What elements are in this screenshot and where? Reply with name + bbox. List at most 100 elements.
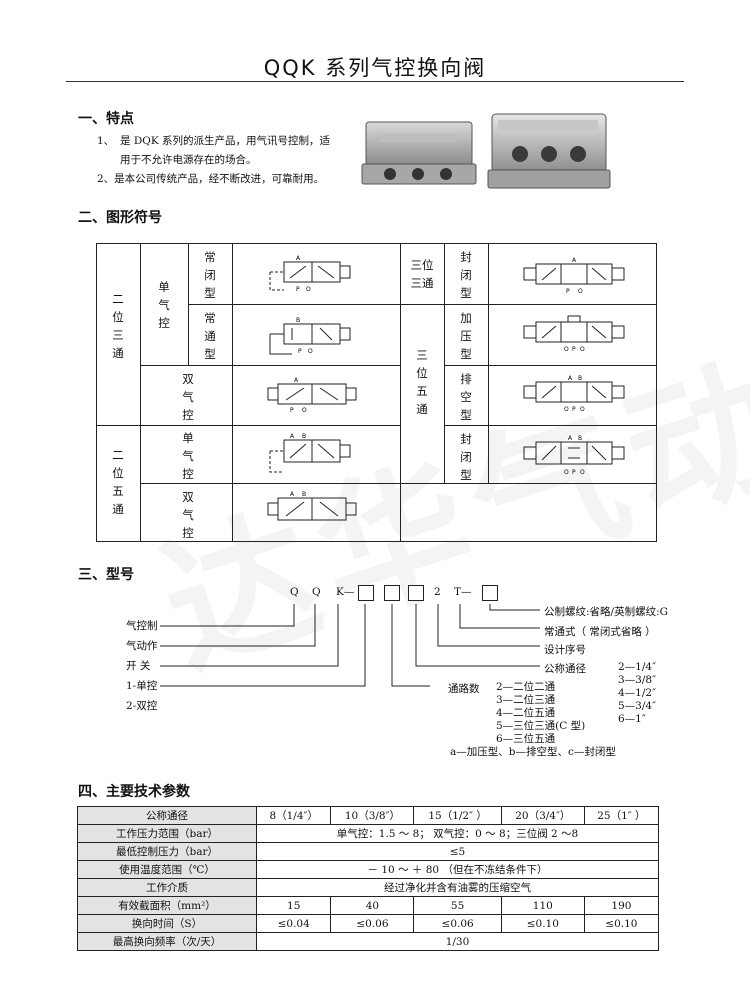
spec-cell: ≤0.10 [500,914,585,933]
label-two-pos-three-way: 二 位 三 通 [112,292,124,360]
valve-symbol-3p5w-sealed: A B O P O [523,435,625,476]
spec-cell: ≤0.10 [583,914,660,933]
spec-cell: 10（3/8″） [330,806,415,825]
port-b: B [296,317,300,324]
model-variants: a—加压型、b—排空型、c—封闭型 [450,746,616,758]
spec-cell-span: 单气控：1.5 ～ 8； 双气控：0 ～ 8；三位阀 2 ～8 [256,824,659,843]
label-exhaust: 排 空 型 [460,372,472,422]
port-p-7: P [572,346,576,353]
title-rule [66,81,684,82]
port-p-9: P [572,469,576,476]
spec-row-label: 有效截面积（mm²） [77,896,257,915]
spec-cell: 8（1/4″） [255,806,332,825]
port-o-8b: O [580,406,585,413]
section-spec-heading: 四、主要技术参数 [78,784,190,800]
spec-cell-span: － 10 ～ ＋ 80 （但在不冻结条件下） [256,860,659,879]
label-normally-open: 常 通 型 [204,311,216,361]
port-a-6: A [572,257,577,264]
port-a-9: A [568,435,573,442]
port-b-8: B [578,375,582,382]
spec-row-label: 使用温度范围（℃） [77,860,257,879]
valve-symbol-3p5w-exhaust: A B O P O [523,375,625,413]
spec-cell: 20（3/4″） [500,806,585,825]
size-2: 3—3/8″ [618,674,657,686]
spec-cell: 40 [330,896,415,915]
code-k: K— [336,586,355,598]
port-o: O [306,286,311,293]
spec-cell: ≤0.04 [255,914,332,933]
spec-row: 工作介质经过净化并含有油雾的压缩空气 [77,878,659,897]
way-3: 3—二位三通 [496,694,556,706]
spec-row-label: 换向时间（S） [77,914,257,933]
spec-cell-span: ≤5 [256,842,659,861]
spec-cell: 55 [413,896,502,915]
size-5: 6—1″ [618,713,646,725]
valve-symbol-2p3w-double: A P O [267,377,357,414]
code-q1: Q [290,586,299,598]
label-single-pilot-5: 单 气 控 [182,431,194,481]
label-single-pilot: 单 气 控 [158,280,170,330]
valve-symbol-3p3w-sealed: A P O [523,257,625,295]
port-o-7: O [564,346,569,353]
spec-cell: ≤0.06 [330,914,415,933]
model-label-air-control: 气控制 [126,620,158,632]
model-thread: 公制螺纹:省略/英制螺纹:G [544,606,669,618]
port-p-8: P [572,406,576,413]
port-o-9: O [564,469,569,476]
port-a-4: A [290,433,295,440]
port-o-3: O [302,407,307,414]
code-box-pilot [358,585,374,601]
feature-1-line-b: 用于不允许电源存在的场合。 [120,154,257,166]
spec-cell-span: 经过净化并含有油雾的压缩空气 [256,878,659,897]
product-photo-left [361,121,477,185]
port-b-9: B [578,435,582,442]
port-a-3: A [294,377,299,384]
way-5: 5—三位三通(C 型) [496,720,586,732]
valve-symbol-2p5w-double: A B [267,491,357,521]
port-a: A [296,255,301,262]
spec-row: 工作压力范围（bar）单气控：1.5 ～ 8； 双气控：0 ～ 8；三位阀 2 … [77,824,659,843]
port-o-6: O [578,288,583,295]
spec-row-label: 工作介质 [77,878,257,897]
spec-row: 最高换向频率（次/天）1/30 [77,932,659,951]
section-symbols-heading: 二、图形符号 [78,210,162,226]
spec-row-label: 最高换向频率（次/天） [77,932,257,951]
valve-symbol-2p3w-nc: A P O [269,255,351,293]
model-normal: 常通式（ 常闭式省略 ） [544,626,656,638]
way-2: 2—二位二通 [496,681,556,693]
feature-2: 2、是本公司传统产品，经不断改进，可靠耐用。 [97,173,325,185]
valve-symbol-3p5w-pressurized: O P O [523,315,625,353]
model-label-double: 2-双控 [126,700,158,712]
model-ways: 2—二位二通 3—二位三通 4—二位五通 5—三位三通(C 型) 6—三位五通 [496,681,585,746]
spec-cell: 110 [500,896,585,915]
label-double-pilot: 双 气 控 [182,372,194,422]
model-nominal: 公称通径 [544,663,586,675]
model-label-single: 1-单控 [126,680,158,692]
port-p-2: P [298,348,302,355]
port-b-4: B [302,433,306,440]
spec-cell: ≤0.06 [413,914,502,933]
spec-row: 最低控制压力（bar）≤5 [77,842,659,861]
port-o-2: O [308,348,313,355]
port-p-6: P [566,288,570,295]
spec-cell-span: 1/30 [256,932,659,951]
port-o-7b: O [580,346,585,353]
code-box-ways [384,585,400,601]
label-sealed-5: 封 闭 型 [460,432,472,482]
code-box-thread [482,585,498,601]
code-q2: Q [312,586,321,598]
port-a-5: A [290,491,295,498]
spec-cell: 25（1″ ） [583,806,660,825]
label-two-pos-five-way: 二 位 五 通 [112,448,124,516]
label-three-pos-three-way: 三位 三通 [410,258,434,290]
port-o-9b: O [580,469,585,476]
code-design: 2 [434,586,441,598]
code-t: T— [454,586,472,598]
label-normally-closed: 常 闭 型 [204,250,216,300]
label-three-pos-five-way: 三 位 五 通 [416,348,428,416]
section-features-heading: 一、特点 [78,111,134,127]
page-title: QQK 系列气控换向阀 [263,56,487,80]
